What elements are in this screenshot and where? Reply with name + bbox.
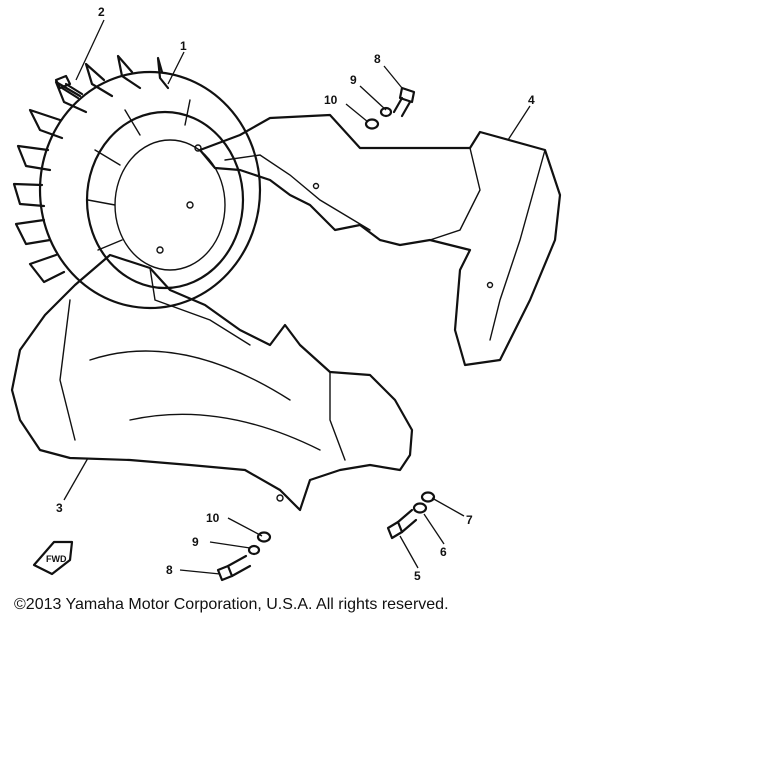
bolt-part-8-upper — [392, 86, 416, 118]
washer-part-7 — [420, 491, 436, 503]
callout-3: 3 — [56, 501, 63, 515]
upper-air-shroud-part — [198, 113, 562, 367]
spring-washer-part-9-upper — [379, 106, 393, 118]
bolt-part-8-lower — [216, 554, 252, 582]
callout-9-lower: 9 — [192, 535, 199, 549]
spring-washer-part-9-lower — [247, 544, 261, 556]
callout-6: 6 — [440, 545, 447, 559]
copyright-notice: ©2013 Yamaha Motor Corporation, U.S.A. A… — [14, 596, 449, 613]
callout-5: 5 — [414, 569, 421, 583]
fwd-label: FWD — [46, 554, 67, 564]
callout-9-upper: 9 — [350, 73, 357, 87]
callout-7: 7 — [466, 513, 473, 527]
callout-8-lower: 8 — [166, 563, 173, 577]
callout-2: 2 — [98, 5, 105, 19]
leader-lines — [63, 19, 531, 575]
plain-washer-part-10-upper — [364, 118, 380, 130]
lower-air-shroud-part — [10, 253, 414, 512]
callout-10-upper: 10 — [324, 93, 338, 107]
callout-10-lower: 10 — [206, 511, 220, 525]
callout-1: 1 — [180, 39, 187, 53]
washer-part-6 — [412, 502, 428, 514]
callout-8-upper: 8 — [374, 52, 381, 66]
fwd-direction-mark: FWD — [32, 540, 74, 576]
bolt-part-2 — [54, 74, 84, 100]
callout-4: 4 — [528, 93, 535, 107]
plain-washer-part-10-lower — [256, 531, 272, 543]
cooling-fan-part — [12, 54, 262, 310]
parts-diagram: FWD 2 1 3 4 8 9 10 10 9 8 5 6 7 — [10, 5, 562, 583]
bolt-part-5 — [386, 508, 418, 540]
